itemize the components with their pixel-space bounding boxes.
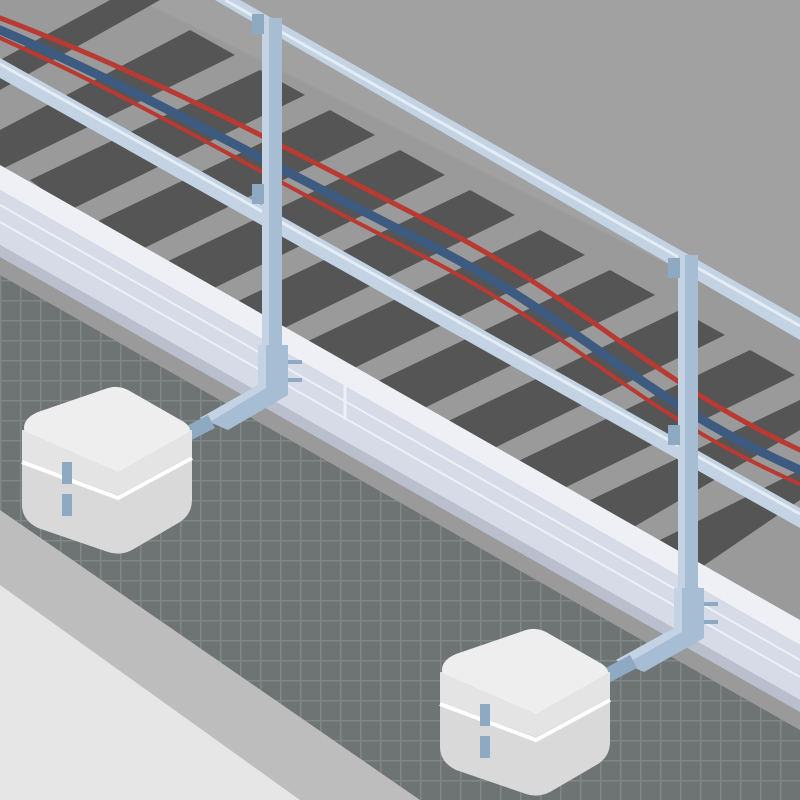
parapet-face: [0, 190, 800, 700]
parapet-line-1: [0, 204, 800, 661]
parapet-top: [0, 165, 800, 645]
top-rail: [215, 0, 800, 340]
parapet-line-2: [0, 221, 800, 678]
sleepers: [0, 0, 800, 575]
guardrail-post-1: [175, 14, 302, 445]
ground-surface: [0, 585, 300, 800]
guardrail-post-2: [598, 255, 718, 685]
cable-red-2: [0, 36, 800, 486]
post-clamp-mid: [252, 184, 264, 204]
parapet-bottom-edge: [0, 245, 800, 712]
post-clamp-mid: [668, 425, 680, 445]
post-clamp-top: [252, 14, 264, 34]
cable-blue: [0, 25, 800, 475]
counterweight-block-1: [21, 386, 193, 554]
guardrail-rails: [0, 0, 800, 528]
post-clamp-top: [668, 258, 680, 278]
block-handle: [62, 494, 72, 516]
block-handle: [62, 462, 72, 484]
block-handle: [480, 704, 490, 726]
block-handle: [480, 736, 490, 758]
roof-lighter-area: [140, 0, 800, 330]
counterweight-block-2: [439, 628, 611, 796]
